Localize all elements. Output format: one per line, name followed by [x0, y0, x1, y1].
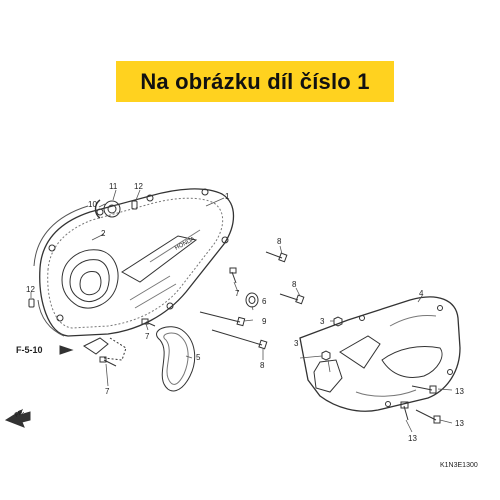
part-banner: Na obrázku díl číslo 1: [116, 61, 394, 102]
callout-8-c: 8: [260, 361, 265, 370]
left-crankcase-cover: HONDA: [39, 188, 235, 337]
reference-bracket: [59, 337, 127, 361]
circlip: [94, 199, 101, 219]
callout-13-b: 13: [408, 434, 417, 443]
callout-12-top: 12: [134, 182, 143, 191]
callout-4: 4: [419, 289, 424, 298]
callout-1: 1: [225, 192, 230, 201]
grommet-6: [245, 292, 259, 308]
dowel-pin-top: [131, 200, 138, 210]
gasket: [33, 205, 89, 337]
callout-13-a: 13: [455, 387, 464, 396]
diagram-code: K1N3E1300: [440, 462, 478, 469]
bolt-8b: [279, 293, 305, 305]
callout-13-c: 13: [455, 419, 464, 428]
bolt-7a: [229, 267, 237, 284]
nut-3a: [333, 316, 343, 327]
dowel-pin-left: [28, 298, 35, 308]
callout-8-a: 8: [277, 237, 282, 246]
callout-10: 10: [88, 200, 97, 209]
callout-9: 9: [262, 317, 267, 326]
bolt-8c: [211, 329, 268, 350]
callout-7-a: 7: [235, 289, 240, 298]
bolt-9: [199, 311, 246, 327]
callout-3-b: 3: [294, 339, 299, 348]
bolt-8a: [265, 251, 288, 263]
bolt-13c: [415, 409, 441, 424]
reference-label: F-5-10: [16, 345, 43, 355]
bolt-13b: [400, 401, 409, 421]
callout-8-b: 8: [292, 280, 297, 289]
callout-6: 6: [262, 297, 267, 306]
callout-11: 11: [109, 182, 118, 191]
callout-12-left: 12: [26, 285, 35, 294]
svg-text:HONDA: HONDA: [174, 236, 196, 251]
callout-2: 2: [101, 229, 106, 238]
callout-5: 5: [196, 353, 201, 362]
seal-ring: [156, 326, 196, 392]
part-banner-text: Na obrázku díl číslo 1: [140, 68, 370, 94]
callout-7-c: 7: [105, 387, 110, 396]
nut-3b: [321, 350, 331, 361]
front-arrow: [4, 408, 31, 428]
bearing: [103, 200, 121, 218]
front-label: FR.: [14, 409, 26, 419]
bolt-7b: [99, 318, 156, 367]
callout-7-b: 7: [145, 332, 150, 341]
bolt-13a: [411, 385, 437, 394]
outer-cover: [299, 296, 461, 412]
callout-3-a: 3: [320, 317, 325, 326]
